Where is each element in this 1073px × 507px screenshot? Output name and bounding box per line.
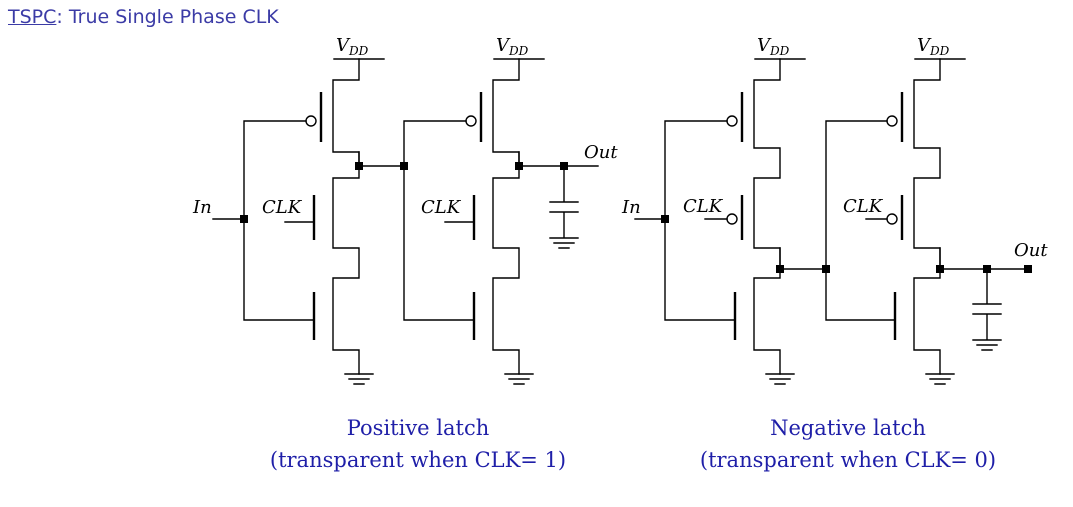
clk-label: CLK (262, 197, 303, 218)
pmos-gate-bubble (305, 115, 317, 127)
input-label: In (192, 197, 212, 218)
ground-symbol (765, 373, 795, 385)
negative-latch: VDD VDD In CLK CLK Out Negative latch (t… (621, 35, 1048, 472)
clk-label: CLK (843, 196, 884, 217)
junction-node (355, 162, 363, 170)
title-text: : True Single Phase CLK (56, 6, 279, 28)
output-node (560, 162, 568, 170)
clk-label: CLK (421, 197, 462, 218)
pmos-gate-bubble (726, 213, 738, 225)
pmos-gate-bubble (886, 213, 898, 225)
input-node (661, 215, 669, 223)
output-terminal (1024, 265, 1032, 273)
positive-latch-note: (transparent when CLK= 1) (270, 448, 566, 472)
input-node (240, 215, 248, 223)
vdd-label: VDD (917, 35, 950, 58)
junction-node (515, 162, 523, 170)
slide-title: TSPC: True Single Phase CLK (8, 6, 279, 28)
positive-stage-1 (212, 58, 402, 385)
output-label: Out (584, 142, 618, 163)
ground-symbol (344, 373, 374, 385)
vdd-label: VDD (757, 35, 790, 58)
negative-latch-caption: Negative latch (770, 416, 926, 440)
load-capacitor (549, 165, 579, 249)
junction-node (400, 162, 408, 170)
negative-latch-note: (transparent when CLK= 0) (700, 448, 996, 472)
junction-node (822, 265, 830, 273)
negative-stage-1 (634, 58, 827, 385)
load-capacitor (972, 268, 1002, 351)
vdd-label: VDD (336, 35, 369, 58)
output-node (983, 265, 991, 273)
positive-latch-caption: Positive latch (347, 416, 490, 440)
clk-label: CLK (683, 196, 724, 217)
positive-latch: VDD VDD In CLK CLK Out Positive latch (t… (192, 35, 618, 472)
title-abbreviation[interactable]: TSPC (8, 6, 57, 28)
pmos-gate-bubble (465, 115, 477, 127)
input-label: In (621, 197, 641, 218)
pmos-gate-bubble (726, 115, 738, 127)
ground-symbol (925, 373, 955, 385)
positive-stage-2 (400, 58, 599, 385)
pmos-gate-bubble (886, 115, 898, 127)
vdd-label: VDD (496, 35, 529, 58)
output-label: Out (1014, 240, 1048, 261)
junction-node (936, 265, 944, 273)
ground-symbol (504, 373, 534, 385)
junction-node (776, 265, 784, 273)
negative-stage-2 (822, 58, 1032, 385)
